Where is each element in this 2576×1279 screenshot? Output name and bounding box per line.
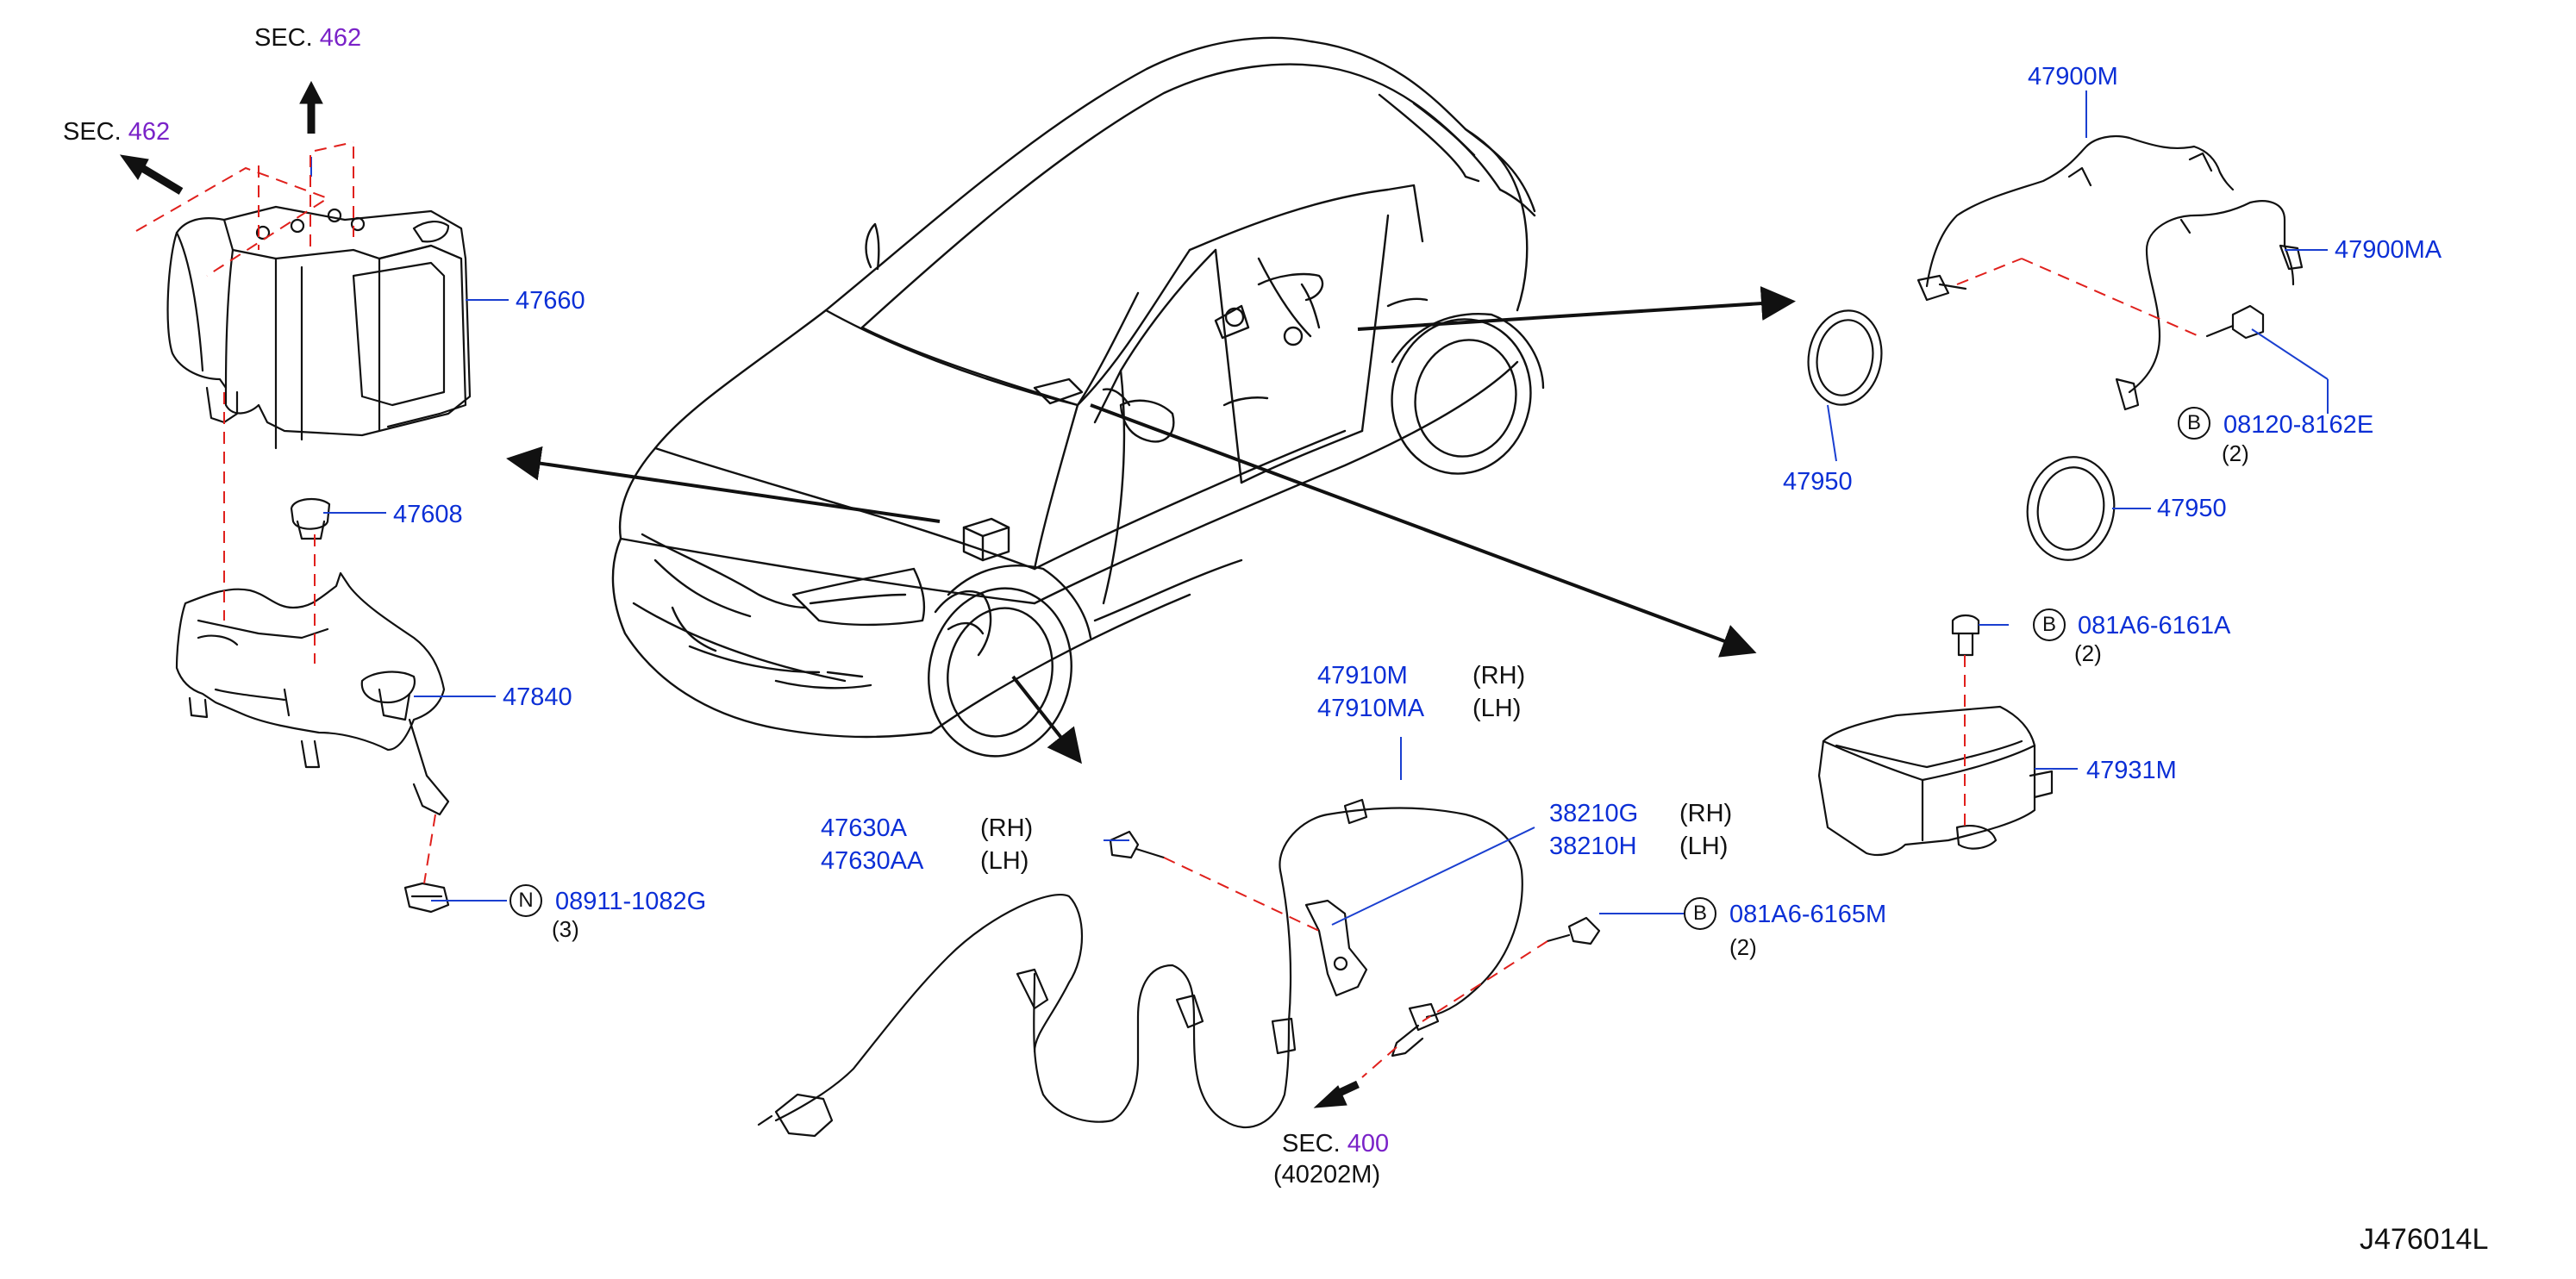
side-38210h: (LH) — [1679, 833, 1729, 860]
arrows — [506, 286, 1796, 764]
leader-lines — [310, 90, 2329, 926]
part-47900ma[interactable]: 47900MA — [2335, 236, 2442, 264]
part-47931m[interactable]: 47931M — [2086, 757, 2177, 784]
part-47840[interactable]: 47840 — [503, 683, 572, 711]
sec-400-label: SEC. 400 — [1282, 1130, 1389, 1157]
side-47910ma: (LH) — [1472, 695, 1522, 722]
dash-lines — [135, 141, 2204, 1078]
qty-081a6-top: (2) — [2074, 640, 2102, 666]
qty-08120: (2) — [2222, 440, 2249, 466]
side-47630aa: (LH) — [980, 847, 1029, 875]
side-47630a: (RH) — [980, 814, 1034, 842]
side-47910m: (RH) — [1472, 662, 1526, 689]
diagram-reference-code: J476014L — [2360, 1223, 2489, 1256]
part-47910ma[interactable]: 47910MA — [1317, 695, 1425, 722]
qty-081a6-bot: (2) — [1729, 934, 1757, 960]
part-drawings — [166, 134, 2304, 1138]
vehicle-outline — [611, 36, 1545, 758]
sec-400-sub: (40202M) — [1273, 1161, 1381, 1189]
sec-number[interactable]: 462 — [319, 24, 362, 52]
qty-08911: (3) — [552, 916, 579, 942]
sec-prefix: SEC. — [1282, 1130, 1341, 1157]
part-081a6-6161a[interactable]: 081A6-6161A — [2078, 612, 2231, 640]
part-47630aa[interactable]: 47630AA — [821, 847, 924, 875]
part-47630a[interactable]: 47630A — [821, 814, 907, 842]
part-38210g[interactable]: 38210G — [1549, 800, 1639, 827]
part-08911-1082g[interactable]: 08911-1082G — [555, 888, 707, 915]
part-47950-left[interactable]: 47950 — [1783, 468, 1853, 496]
part-47660[interactable]: 47660 — [516, 287, 585, 315]
part-38210h[interactable]: 38210H — [1549, 833, 1637, 860]
sec-prefix: SEC. — [63, 118, 122, 146]
part-08120-8162e[interactable]: 08120-8162E — [2223, 411, 2374, 439]
part-47950-right[interactable]: 47950 — [2157, 495, 2227, 522]
sec-arrows — [119, 80, 1360, 1108]
badge-n: N — [510, 884, 542, 917]
badge-b-08120: B — [2178, 407, 2210, 440]
part-47900m[interactable]: 47900M — [2028, 63, 2118, 90]
part-47910m[interactable]: 47910M — [1317, 662, 1408, 689]
part-081a6-6165m[interactable]: 081A6-6165M — [1729, 901, 1887, 928]
sec-prefix: SEC. — [254, 24, 313, 52]
sec-number[interactable]: 462 — [128, 118, 171, 146]
badge-b-081a6-bot: B — [1684, 897, 1716, 930]
badge-b-081a6-top: B — [2033, 608, 2066, 641]
sec-number[interactable]: 400 — [1347, 1130, 1390, 1157]
part-47608[interactable]: 47608 — [393, 501, 463, 528]
sec-462-left-label: SEC. 462 — [63, 118, 170, 146]
sec-462-top-label: SEC. 462 — [254, 24, 361, 52]
side-38210g: (RH) — [1679, 800, 1733, 827]
